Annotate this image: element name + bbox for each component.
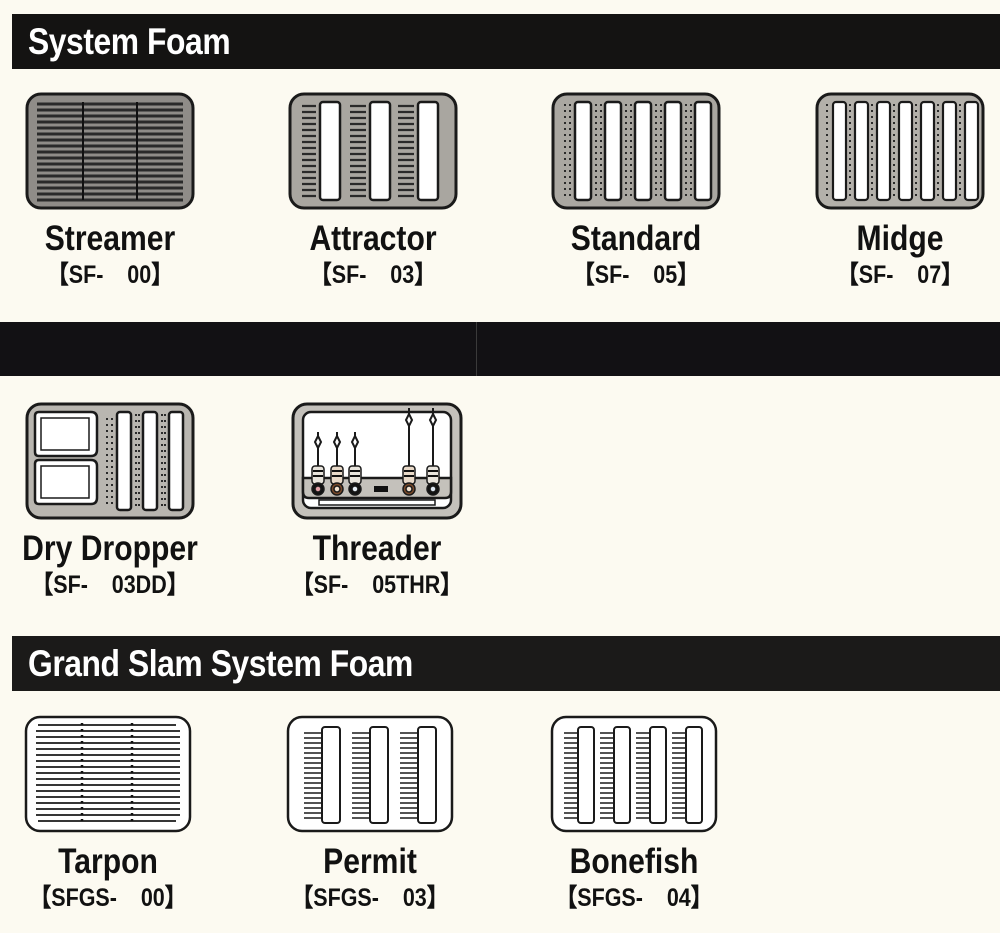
threader-foam-icon (291, 402, 463, 520)
product-name: Permit (323, 842, 417, 881)
product-midge[interactable]: Midge 【SF- 07】 (770, 92, 1000, 290)
bonefish-foam-icon (550, 715, 718, 833)
product-code: 【SFGS- 04】 (555, 884, 713, 912)
product-name: Threader (312, 529, 442, 568)
divider (476, 322, 477, 376)
product-code: 【SF- 07】 (837, 261, 963, 289)
section-title: Grand Slam System Foam (28, 642, 413, 684)
dry-dropper-foam-icon (25, 402, 195, 520)
midge-foam-icon (815, 92, 985, 210)
section-title: System Foam (28, 20, 231, 62)
product-streamer[interactable]: Streamer 【SF- 00】 (0, 92, 240, 290)
product-code: 【SF- 05】 (573, 261, 699, 289)
product-threader[interactable]: Threader 【SF- 05THR】 (247, 402, 507, 600)
product-name: Bonefish (569, 842, 699, 881)
standard-foam-icon (551, 92, 721, 210)
section-header-blank (0, 322, 1000, 376)
product-code: 【SF- 00】 (47, 261, 173, 289)
tarpon-foam-icon (24, 715, 192, 833)
product-code: 【SF- 05THR】 (292, 571, 462, 599)
permit-foam-icon (286, 715, 454, 833)
product-name: Midge (856, 219, 944, 258)
product-standard[interactable]: Standard 【SF- 05】 (506, 92, 766, 290)
product-attractor[interactable]: Attractor 【SF- 03】 (243, 92, 503, 290)
product-name: Dry Dropper (22, 529, 198, 568)
product-permit[interactable]: Permit 【SFGS- 03】 (240, 715, 500, 913)
product-name: Streamer (44, 219, 176, 258)
attractor-foam-icon (288, 92, 458, 210)
product-name: Standard (570, 219, 702, 258)
product-name: Attractor (309, 219, 437, 258)
section-header-system-foam: System Foam (12, 14, 1000, 69)
product-tarpon[interactable]: Tarpon 【SFGS- 00】 (0, 715, 238, 913)
section-header-grand-slam-system-foam: Grand Slam System Foam (12, 636, 1000, 691)
product-code: 【SF- 03DD】 (31, 571, 189, 599)
product-name: Tarpon (58, 842, 158, 881)
product-code: 【SFGS- 03】 (291, 884, 449, 912)
product-code: 【SFGS- 00】 (29, 884, 187, 912)
product-dry-dropper[interactable]: Dry Dropper 【SF- 03DD】 (0, 402, 240, 600)
product-bonefish[interactable]: Bonefish 【SFGS- 04】 (504, 715, 764, 913)
streamer-foam-icon (25, 92, 195, 210)
product-code: 【SF- 03】 (310, 261, 436, 289)
